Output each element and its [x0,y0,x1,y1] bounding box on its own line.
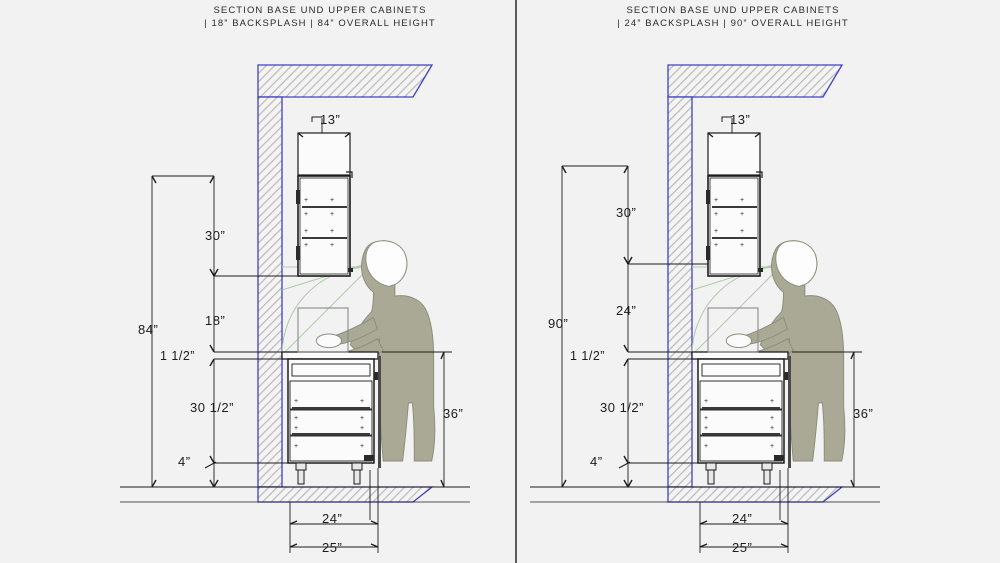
svg-text:+: + [294,425,298,432]
svg-text:+: + [714,242,718,249]
svg-text:+: + [770,443,774,450]
svg-text:+: + [740,242,744,249]
svg-text:+: + [360,415,364,422]
svg-text:+: + [360,443,364,450]
dim-counter-thickness-right: 1 1/2” [570,349,605,363]
svg-text:+: + [704,398,708,405]
dim-upper-height-right: 30” [616,205,636,220]
svg-text:+: + [304,197,308,204]
svg-text:+: + [770,415,774,422]
dimension-arrows-left [151,132,445,548]
dim-upper-depth-right: 13” [730,112,750,127]
base-cabinet-left: + + + + + + + + [281,307,381,485]
svg-text:+: + [714,211,718,218]
svg-text:+: + [360,425,364,432]
svg-text:+: + [330,211,334,218]
title-line1-right: SECTION BASE UND UPPER CABINETS [626,5,839,16]
upper-cabinet-right: + + + + + + + + [706,132,763,277]
drawer-front-2-right [699,380,783,410]
svg-text:+: + [770,425,774,432]
floor-slab-left [257,486,434,503]
svg-text:+: + [740,211,744,218]
drawer-front-4-right [699,435,783,462]
dim-upper-height-left: 30” [205,228,225,243]
countertop-right [691,351,789,360]
panel-right: + + + + + + + + + + + + + + + + [530,5,880,555]
dim-backsplash-left: 18” [205,313,225,328]
dim-upper-depth-left: 13” [320,112,340,127]
dim-counter-depth-right: 25” [732,540,752,555]
drawer-front-3-left [289,409,373,436]
dim-base-depth-left: 24” [322,511,342,526]
title-line2-left: | 18” BACKSPLASH | 84” OVERALL HEIGHT [204,18,436,29]
floor-slab-right [667,486,844,503]
dim-counter-thickness-left: 1 1/2” [160,349,195,363]
title-block-right: SECTION BASE UND UPPER CABINETS | 24” BA… [617,5,849,29]
svg-text:+: + [704,415,708,422]
upper-cabinet-left: + + + + + + + + [296,132,353,277]
ceiling-slab-right [667,64,844,98]
wall-right [667,96,693,488]
svg-text:+: + [330,197,334,204]
dimensions-right [561,116,862,553]
dim-base-height-left: 30 1/2” [190,400,234,415]
title-line1-left: SECTION BASE UND UPPER CABINETS [213,5,426,16]
basin-left [297,307,349,353]
dim-base-height-right: 30 1/2” [600,400,644,415]
cabinet-side-panel-left [378,356,381,468]
dimension-arrows-right [561,132,855,548]
svg-text:+: + [294,443,298,450]
drawer-front-1-right [701,363,781,377]
svg-text:+: + [294,398,298,405]
svg-text:+: + [714,197,718,204]
svg-text:+: + [360,398,364,405]
basin-right [707,307,759,353]
drawer-front-4-left [289,435,373,462]
ceiling-slab-left [257,64,434,98]
panel-left: + + + + + + + + + + + + + + + + [120,5,470,555]
dimensions-left [151,116,452,553]
dim-toekick-right: 4” [590,454,603,469]
svg-text:+: + [704,425,708,432]
svg-text:+: + [304,228,308,235]
cabinet-side-panel-right [788,356,791,468]
title-block-left: SECTION BASE UND UPPER CABINETS | 18” BA… [204,5,436,29]
svg-text:+: + [770,398,774,405]
dim-toekick-left: 4” [178,454,191,469]
wall-left [257,96,283,488]
svg-text:+: + [740,228,744,235]
drawer-front-1-left [291,363,371,377]
title-line2-right: | 24” BACKSPLASH | 90” OVERALL HEIGHT [617,18,849,29]
dim-counter-height-left: 36” [443,406,463,421]
svg-text:+: + [330,228,334,235]
drawer-front-3-right [699,409,783,436]
countertop-left [281,351,379,360]
svg-text:+: + [704,443,708,450]
dim-overall-right: 90” [548,316,568,331]
dim-backsplash-right: 24” [616,303,636,318]
base-cabinet-right: + + + + + + + + [691,307,791,485]
dim-base-depth-right: 24” [732,511,752,526]
svg-text:+: + [294,415,298,422]
svg-text:+: + [304,242,308,249]
drawer-front-2-left [289,380,373,410]
dim-counter-height-right: 36” [853,406,873,421]
svg-text:+: + [740,197,744,204]
dim-overall-left: 84” [138,322,158,337]
svg-text:+: + [304,211,308,218]
svg-text:+: + [714,228,718,235]
svg-text:+: + [330,242,334,249]
dim-counter-depth-left: 25” [322,540,342,555]
